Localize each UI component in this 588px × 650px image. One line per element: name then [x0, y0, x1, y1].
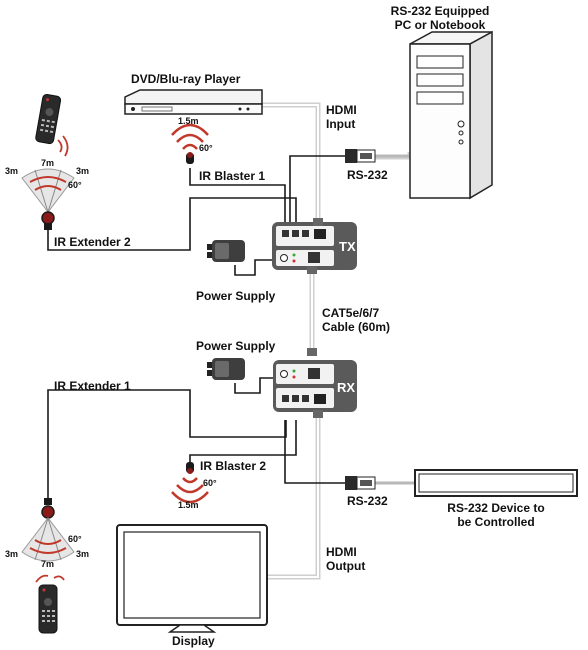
- ext-bottom-center: 7m: [41, 559, 55, 569]
- rs232-device-label: RS-232 Device to be Controlled: [426, 501, 566, 529]
- display-label: Display: [172, 634, 215, 648]
- hdmi-plug-tx: [313, 218, 323, 226]
- rs232-connector-top: [345, 149, 376, 163]
- hdmi-input-label: HDMI Input: [326, 103, 357, 131]
- rs232-connector-bottom: [345, 476, 376, 490]
- pc-title-line1: RS-232 Equipped: [390, 4, 490, 18]
- pc-title-line2: PC or Notebook: [394, 18, 486, 32]
- hdmi-output-cable: [268, 410, 321, 580]
- pc-tower: [409, 30, 493, 200]
- power-supply-top-label: Power Supply: [196, 289, 276, 303]
- light-cables-inner: [262, 104, 319, 578]
- ir-blaster-1-label: IR Blaster 1: [199, 169, 266, 183]
- blaster1-angle: 60°: [199, 143, 213, 153]
- ext-bottom-right: 3m: [76, 549, 90, 559]
- cat-plug-rx: [307, 348, 317, 356]
- power-rx-cable: [234, 377, 278, 394]
- remote-control-bottom: [35, 574, 65, 634]
- rx-unit-label: RX: [337, 380, 356, 395]
- cable-label: CAT5e/6/7 Cable (60m): [322, 306, 390, 334]
- cable-line1: CAT5e/6/7: [322, 306, 380, 320]
- rs232-device-line2: be Controlled: [457, 515, 535, 529]
- hdmi-input-line1: HDMI: [326, 103, 357, 117]
- dvd-player: [124, 89, 263, 115]
- tx-unit-label: TX: [339, 239, 356, 254]
- hdmi-output-line1: HDMI: [326, 545, 357, 559]
- rs232-top-cable: [289, 155, 345, 222]
- power-adapter-top: [207, 240, 245, 262]
- ir-blaster-2-cable: [189, 420, 297, 465]
- rx-unit: [273, 360, 357, 412]
- rs232-bottom-label: RS-232: [347, 494, 388, 508]
- blaster1-distance: 1.5m: [178, 116, 199, 126]
- ir-extender-1-cable: [47, 389, 287, 505]
- rs232-top-label: RS-232: [347, 168, 388, 182]
- rs232-device: [414, 469, 578, 497]
- ir-extender-2: [21, 168, 75, 230]
- remote-control-top: [35, 93, 69, 157]
- ir-blaster-2-label: IR Blaster 2: [200, 459, 267, 473]
- hdmi-input-line2: Input: [326, 117, 356, 131]
- rs232-device-line1: RS-232 Device to: [447, 501, 545, 515]
- ext-top-left: 3m: [5, 166, 19, 176]
- power-tx-cable: [234, 259, 276, 276]
- ext-top-angle: 60°: [68, 180, 82, 190]
- power-adapter-bottom: [207, 358, 245, 380]
- dvd-player-label: DVD/Blu-ray Player: [131, 72, 241, 86]
- power-supply-bottom-label: Power Supply: [196, 339, 276, 353]
- ext-top-right: 3m: [76, 166, 90, 176]
- cat-plug-tx: [307, 266, 317, 274]
- blaster2-distance: 1.5m: [178, 500, 199, 510]
- ext-bottom-angle: 60°: [68, 534, 82, 544]
- blaster2-angle: 60°: [203, 478, 217, 488]
- display-monitor: [116, 524, 268, 633]
- ir-blaster-1-cable: [189, 168, 286, 222]
- ext-top-center: 7m: [41, 158, 55, 168]
- tx-unit: [272, 222, 357, 270]
- ir-blaster-2: [171, 462, 209, 504]
- dark-cables: [47, 154, 415, 505]
- hdmi-output-line2: Output: [326, 559, 366, 573]
- ir-extender-1-label: IR Extender 1: [54, 379, 131, 393]
- rs232-bottom-cable: [284, 420, 345, 484]
- ir-extender-2-cable: [47, 197, 297, 251]
- cable-line2: Cable (60m): [322, 320, 391, 334]
- ir-extender-2-label: IR Extender 2: [54, 235, 131, 249]
- hdmi-output-label: HDMI Output: [326, 545, 365, 573]
- ir-blaster-1: [171, 123, 209, 164]
- ext-bottom-left: 3m: [5, 549, 19, 559]
- ir-extender-1: [21, 498, 75, 562]
- pc-title: RS-232 Equipped PC or Notebook: [370, 4, 510, 32]
- hdmi-plug-rx: [313, 410, 323, 418]
